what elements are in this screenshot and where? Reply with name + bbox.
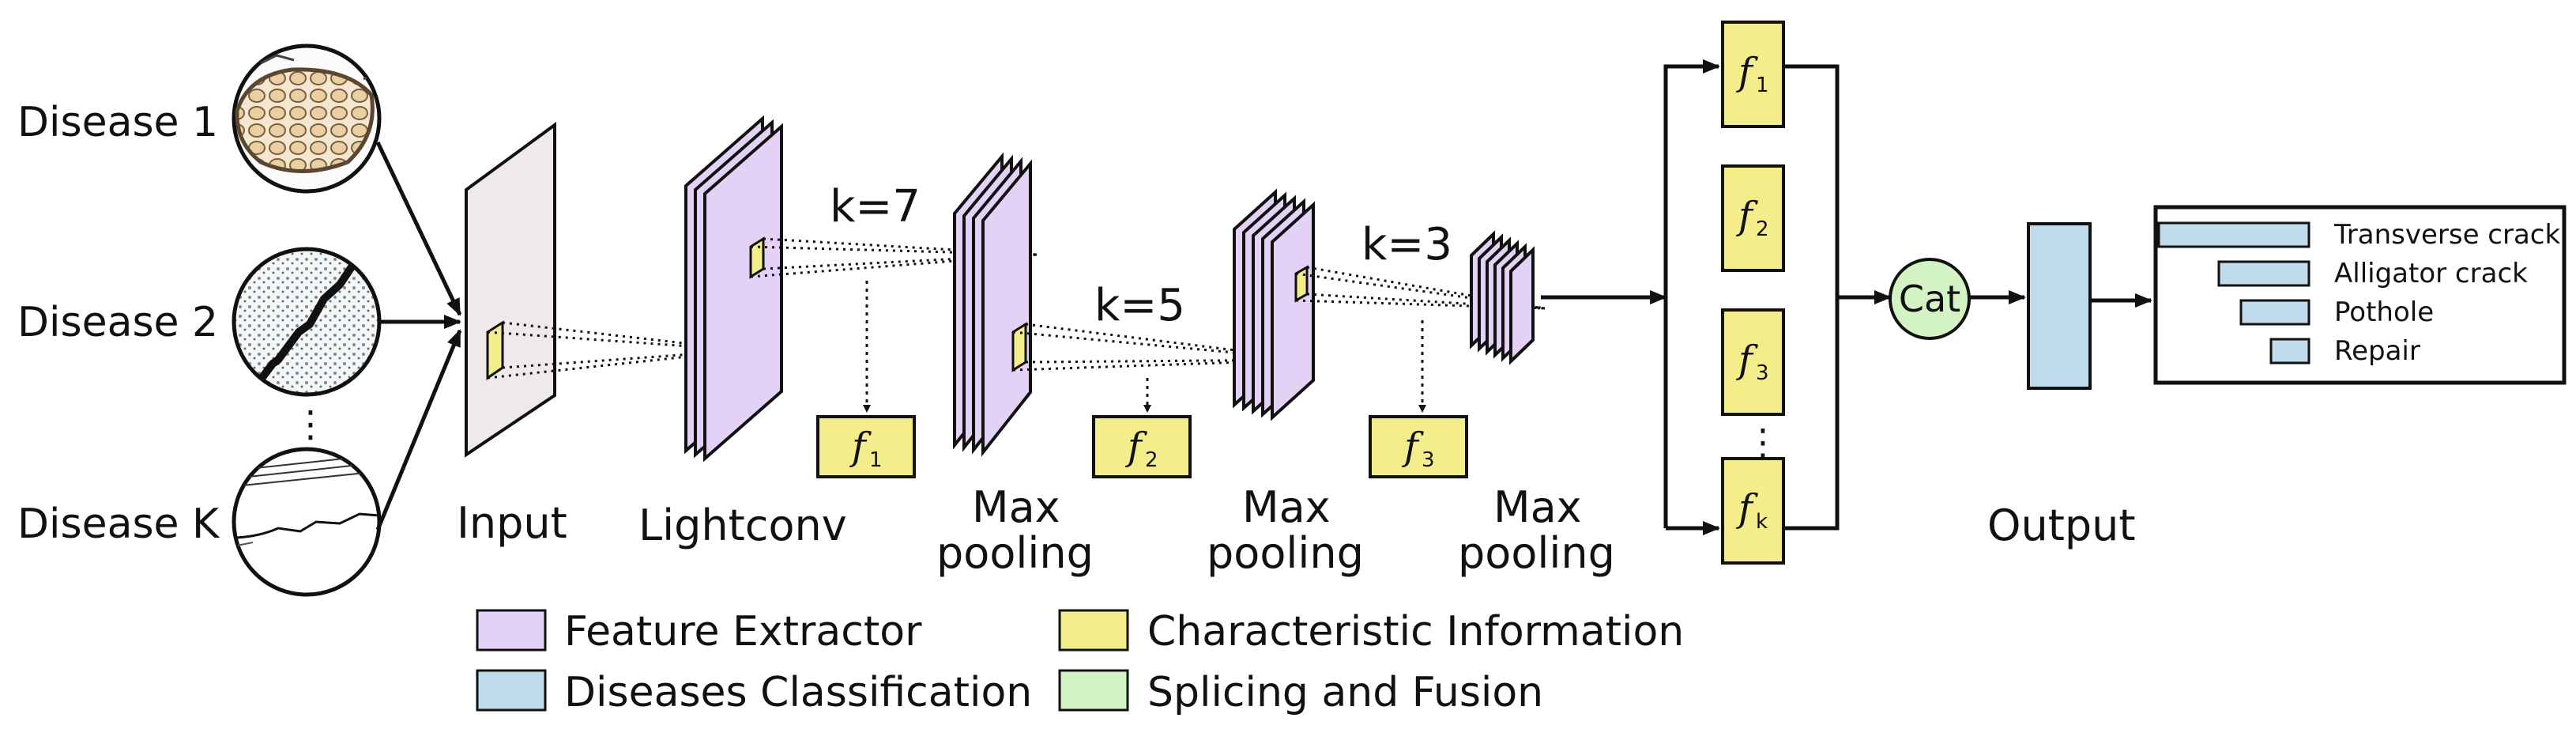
- input-arrows: [375, 141, 462, 531]
- stack-feature-sub-k: k: [1756, 510, 1768, 534]
- stage-feature-sub-3: 3: [1422, 448, 1435, 472]
- legend-swatch-characteristic: [1058, 609, 1129, 652]
- pool2-feature-maps: [1233, 188, 1315, 421]
- pool3-feature-maps: [1470, 230, 1535, 365]
- stage-feature-sub-1: 1: [869, 448, 883, 472]
- stack-feature-sub-3: 3: [1756, 361, 1769, 385]
- legend-swatch-feature-extractor: [476, 609, 547, 652]
- disease-1-label: Disease 1: [17, 99, 218, 146]
- lightconv-receptive-field: [749, 236, 765, 279]
- stage-feature-sub-2: 2: [1145, 448, 1158, 472]
- legend-swatch-classification: [476, 669, 547, 712]
- input-plane: [465, 122, 556, 458]
- stack-connector: [1541, 59, 1720, 535]
- stack-feature-sub-1: 1: [1756, 74, 1769, 97]
- pool3-label-line1: Max: [1493, 482, 1582, 532]
- stack-ellipsis: ⋮: [1745, 421, 1781, 463]
- pool1-receptive-field: [1011, 322, 1027, 372]
- pool1-label-line1: Max: [972, 482, 1060, 532]
- output-layer: [2027, 222, 2092, 390]
- disease-1-image: [232, 43, 382, 194]
- disease-2-image: [232, 247, 382, 397]
- disease-k-image: [232, 447, 382, 597]
- legend-label-classification: Diseases Classification: [564, 669, 1032, 716]
- stage-feature-box-1: [816, 415, 916, 478]
- output-stage-label: Output: [1987, 501, 2136, 550]
- class-bar-3: [2239, 299, 2310, 326]
- stage-feature-box-2: [1092, 415, 1192, 478]
- cat-label: Cat: [1899, 278, 1960, 320]
- stack-feature-sub-2: 2: [1756, 217, 1769, 241]
- input-projection-lines: [487, 321, 748, 380]
- legend-label-characteristic: Characteristic Information: [1147, 608, 1684, 655]
- stack-feature-box-2: [1721, 164, 1785, 272]
- pool1-feature-maps: [953, 152, 1032, 457]
- class-label-2: Alligator crack: [2334, 258, 2528, 289]
- disease-k-label: Disease K: [17, 501, 220, 548]
- stack-feature-box-3: [1721, 308, 1785, 416]
- kernel-size-3: k=3: [1361, 219, 1452, 270]
- pool2-label-line2: pooling: [1207, 528, 1364, 578]
- pool3-label-line2: pooling: [1458, 528, 1615, 578]
- legend-swatch-fusion: [1058, 669, 1129, 712]
- input-ellipsis: ⋮: [292, 402, 329, 445]
- class-bar-1: [2157, 221, 2310, 248]
- legend: Feature Extractor Characteristic Informa…: [476, 608, 1684, 716]
- class-bar-4: [2269, 338, 2310, 365]
- pool2-receptive-field: [1294, 265, 1309, 303]
- class-label-1: Transverse crack: [2333, 219, 2561, 251]
- pool2-label-line1: Max: [1242, 482, 1331, 532]
- stack-to-cat: [1783, 64, 1892, 531]
- lightconv-feature-maps: [684, 115, 783, 463]
- stack-feature-box-1: [1721, 21, 1785, 128]
- disease-2-label: Disease 2: [17, 299, 218, 346]
- pool1-label-line2: pooling: [936, 528, 1094, 578]
- class-bar-2: [2217, 260, 2310, 287]
- stack-feature-box-k: [1721, 457, 1785, 565]
- feature-stack: f 1 f 2 f 3 ⋮ f k: [1721, 21, 1785, 565]
- legend-label-feature-extractor: Feature Extractor: [564, 608, 922, 655]
- input-stage-label: Input: [457, 498, 567, 548]
- lightconv-stage-label: Lightconv: [638, 501, 847, 550]
- input-receptive-field: [486, 320, 504, 380]
- class-label-3: Pothole: [2334, 297, 2434, 328]
- legend-label-fusion: Splicing and Fusion: [1147, 669, 1543, 716]
- kernel-size-1: k=7: [830, 181, 921, 232]
- stage-feature-box-3: [1369, 415, 1468, 478]
- class-label-4: Repair: [2334, 335, 2420, 367]
- kernel-size-2: k=5: [1094, 280, 1185, 331]
